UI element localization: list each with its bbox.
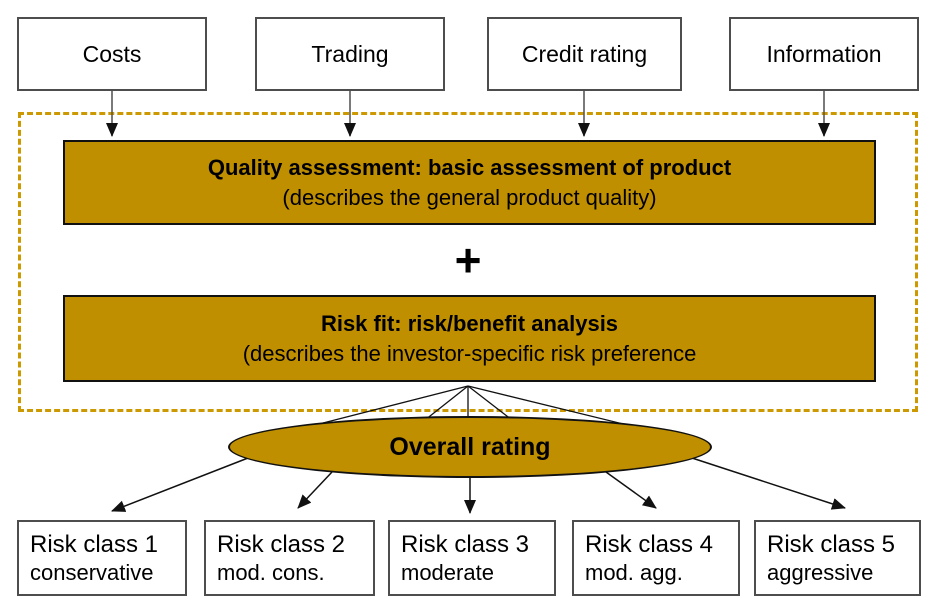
quality-assessment-subtitle: (describes the general product quality) bbox=[282, 185, 657, 210]
input-label: Trading bbox=[311, 40, 389, 67]
input-box-information: Information bbox=[729, 17, 919, 91]
arrow-to-risk-class-5 bbox=[691, 457, 846, 510]
fan-line-2 bbox=[424, 385, 469, 421]
risk-class-title: Risk class 4 bbox=[585, 531, 714, 558]
input-arrows bbox=[106, 91, 830, 137]
quality-assessment-title: Quality assessment: basic assessment of … bbox=[207, 155, 732, 180]
risk-class-4-box: Risk class 4 mod. agg. bbox=[572, 520, 740, 596]
risk-class-3-box: Risk class 3 moderate bbox=[388, 520, 556, 596]
overall-rating-label: Overall rating bbox=[389, 432, 551, 461]
fan-line-4 bbox=[467, 385, 513, 421]
rating-arrows bbox=[111, 457, 846, 514]
risk-fit-box: Risk fit: risk/benefit analysis (describ… bbox=[63, 295, 876, 382]
input-box-costs: Costs bbox=[17, 17, 207, 91]
input-box-trading: Trading bbox=[255, 17, 445, 91]
plus-sign: + bbox=[454, 234, 482, 286]
input-label: Credit rating bbox=[521, 40, 648, 67]
input-label: Costs bbox=[82, 40, 142, 67]
arrow-to-risk-class-1 bbox=[111, 457, 249, 512]
risk-fit-subtitle: (describes the investor-specific risk pr… bbox=[242, 341, 697, 366]
risk-class-subtitle: conservative bbox=[30, 560, 154, 585]
risk-class-title: Risk class 3 bbox=[401, 531, 530, 558]
risk-fit-title: Risk fit: risk/benefit analysis bbox=[320, 311, 619, 336]
overall-rating-ellipse: Overall rating bbox=[228, 416, 712, 478]
input-box-credit-rating: Credit rating bbox=[487, 17, 682, 91]
risk-class-subtitle: moderate bbox=[401, 560, 494, 585]
input-label: Information bbox=[766, 40, 882, 67]
arrow-to-risk-class-4 bbox=[605, 471, 657, 509]
risk-class-subtitle: mod. cons. bbox=[217, 560, 325, 585]
risk-class-2-box: Risk class 2 mod. cons. bbox=[204, 520, 375, 596]
risk-class-title: Risk class 2 bbox=[217, 531, 346, 558]
arrow-to-risk-class-2 bbox=[297, 471, 333, 509]
quality-assessment-box: Quality assessment: basic assessment of … bbox=[63, 140, 876, 225]
risk-class-5-box: Risk class 5 aggressive bbox=[754, 520, 921, 596]
risk-class-subtitle: aggressive bbox=[767, 560, 874, 585]
risk-class-title: Risk class 1 bbox=[30, 531, 159, 558]
risk-class-subtitle: mod. agg. bbox=[585, 560, 683, 585]
risk-class-1-box: Risk class 1 conservative bbox=[17, 520, 187, 596]
risk-class-title: Risk class 5 bbox=[767, 531, 896, 558]
